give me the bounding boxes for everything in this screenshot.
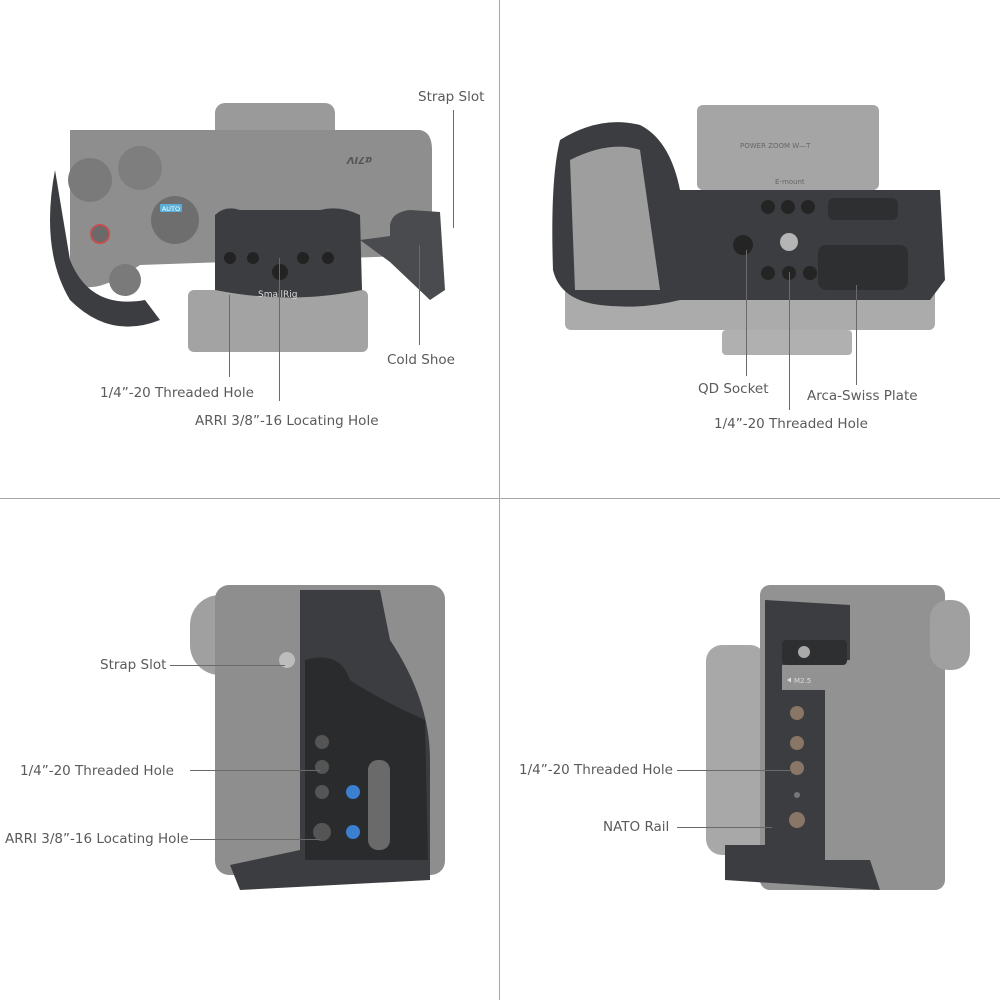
left-side-camera	[190, 585, 445, 890]
vertical-divider	[499, 0, 500, 1000]
leader-line	[746, 250, 747, 376]
leader-line	[856, 285, 857, 385]
leader-line	[419, 245, 420, 345]
label-arca-swiss: Arca-Swiss Plate	[807, 388, 918, 404]
label-qd-socket: QD Socket	[698, 381, 769, 397]
leader-line	[453, 110, 454, 228]
label-nato-rail: NATO Rail	[603, 819, 670, 835]
leader-line	[677, 770, 790, 771]
label-cold-shoe: Cold Shoe	[387, 352, 455, 368]
mount-mark: E-mount	[775, 178, 805, 186]
label-strap-slot-side: Strap Slot	[100, 657, 167, 673]
right-side-camera: M2.5	[706, 585, 970, 890]
arrow-left-icon	[787, 677, 791, 683]
leader-line	[789, 272, 790, 410]
leader-line	[170, 665, 285, 666]
label-threaded-hole-left: 1/4”-20 Threaded Hole	[20, 763, 174, 779]
leader-line	[190, 839, 320, 840]
label-strap-slot-top: Strap Slot	[418, 89, 485, 105]
top-view-camera: AUTO α7IV SmallRig	[50, 103, 445, 352]
label-threaded-hole-right: 1/4”-20 Threaded Hole	[519, 762, 673, 778]
leader-line	[190, 770, 320, 771]
label-locating-hole-top: ARRI 3/8”-16 Locating Hole	[195, 413, 379, 429]
leader-line	[229, 295, 230, 377]
lens-mark: POWER ZOOM W—T	[740, 142, 811, 150]
label-threaded-hole-bottom: 1/4”-20 Threaded Hole	[714, 416, 868, 432]
screw-size-mark: M2.5	[794, 677, 811, 685]
horizontal-divider	[0, 498, 1000, 499]
mode-dial-auto-mark: AUTO	[162, 205, 180, 213]
leader-line	[279, 258, 280, 401]
brand-mark: SmallRig	[258, 290, 297, 300]
camera-model-mark: α7IV	[345, 154, 372, 165]
label-threaded-hole-top: 1/4”-20 Threaded Hole	[100, 385, 254, 401]
label-locating-hole-left: ARRI 3/8”-16 Locating Hole	[5, 831, 189, 847]
leader-line	[677, 827, 772, 828]
bottom-view-camera: POWER ZOOM W—T E-mount	[552, 105, 945, 355]
